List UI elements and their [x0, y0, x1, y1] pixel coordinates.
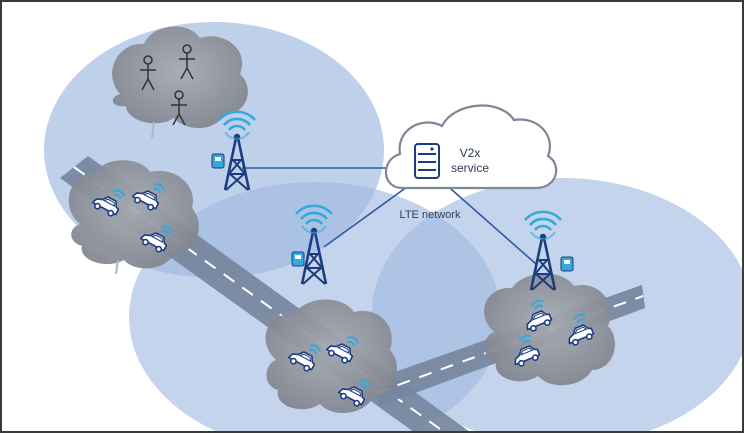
pedestrian-cluster-cloud: [112, 26, 248, 129]
roadside-unit-icon: [291, 251, 305, 267]
roadside-unit-icon: [560, 256, 574, 272]
vehicle-cluster-right: [483, 273, 615, 386]
lte-network-label: LTE network: [400, 209, 461, 221]
roadside-unit-icon: [211, 153, 225, 169]
service-label-line1: V2x: [460, 146, 481, 160]
vehicle-cluster-cloud: [68, 160, 199, 269]
v2x-service-cloud: V2x service: [384, 104, 558, 190]
vehicle-cluster-center: [265, 299, 397, 414]
server-icon: [414, 143, 440, 179]
vehicle-cluster-left: [68, 160, 199, 275]
service-label-line2: service: [451, 161, 489, 175]
pedestrian-cluster: [112, 26, 248, 139]
vehicle-cluster-cloud: [483, 273, 615, 386]
